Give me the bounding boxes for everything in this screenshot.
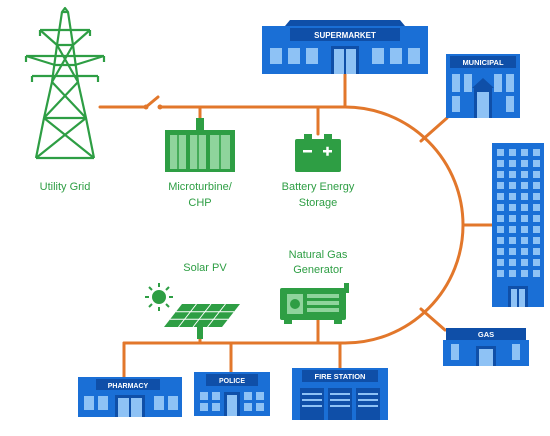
solar-pv-label: Solar PV [183,262,227,274]
tower-window [509,204,516,211]
tower-window [533,215,540,222]
fire-station-sign: FIRE STATION [315,372,366,381]
tower-window [533,259,540,266]
microturbine-icon [165,118,235,172]
tower-window [533,193,540,200]
tower-window [521,182,528,189]
tower-window [533,270,540,277]
tower-window [509,237,516,244]
police-sign: POLICE [219,378,245,385]
tower-window [521,226,528,233]
utility-grid-label: Utility Grid [40,181,91,193]
tower-window [521,193,528,200]
switch-arm [144,95,160,109]
tower-window [521,204,528,211]
battery-label-line1: Battery Energy [282,181,355,193]
tower-window [497,193,504,200]
microturbine-label-line2: CHP [188,197,211,209]
tower-window [497,204,504,211]
tower-window [509,215,516,222]
tower-window [509,160,516,167]
tower-window [533,149,540,156]
fuel-pump-left-icon [451,344,459,360]
tower-window [533,204,540,211]
tower-window [521,160,528,167]
municipal-building [446,54,520,118]
tower-window [509,193,516,200]
tower-window [509,226,516,233]
tower-window [521,171,528,178]
tower-window [533,248,540,255]
tower-window [497,215,504,222]
battery-icon [295,134,341,172]
tower-window [497,248,504,255]
microturbine-label-line1: Microturbine/ [168,181,233,193]
tower-window [497,270,504,277]
open-switch-icon [143,104,163,110]
tower-window [521,149,528,156]
tower-window [521,270,528,277]
gas-station-building [443,328,529,366]
tower-window [497,149,504,156]
tower-window [497,182,504,189]
tower-window [509,149,516,156]
battery-label-line2: Storage [299,197,338,209]
tower-window [533,160,540,167]
tower-window [521,248,528,255]
supermarket-sign: SUPERMARKET [314,31,376,40]
tower-window [509,270,516,277]
tower-window [533,237,540,244]
natural-gas-label-line1: Natural Gas [289,249,348,261]
pharmacy-sign: PHARMACY [108,383,149,390]
tower-window [521,237,528,244]
supermarket-building [262,20,428,74]
municipal-sign: MUNICIPAL [462,58,504,67]
tower-window [509,171,516,178]
sun-icon [145,283,173,311]
fuel-pump-right-icon [512,344,520,360]
tower-window [533,182,540,189]
solar-panel-icon [164,303,240,339]
office-tower-building [492,143,544,307]
gas-sign: GAS [478,330,494,339]
tower-window [509,248,516,255]
loop-arc [343,105,465,345]
drop-gas [419,307,447,332]
police-building [194,372,270,416]
tower-window [509,259,516,266]
power-lines [98,63,494,379]
tower-window [497,237,504,244]
tower-window [533,226,540,233]
tower-window [509,182,516,189]
tower-window [521,259,528,266]
tower-window [497,171,504,178]
tower-window [497,226,504,233]
generator-icon [280,283,349,324]
fire-station-building [292,368,388,420]
natural-gas-label-line2: Generator [293,264,343,276]
tower-window [497,259,504,266]
transmission-tower-icon [24,6,106,160]
pharmacy-building [78,377,182,417]
tower-window [521,215,528,222]
tower-window [497,160,504,167]
tower-window [533,171,540,178]
drop-municipal [419,116,449,143]
